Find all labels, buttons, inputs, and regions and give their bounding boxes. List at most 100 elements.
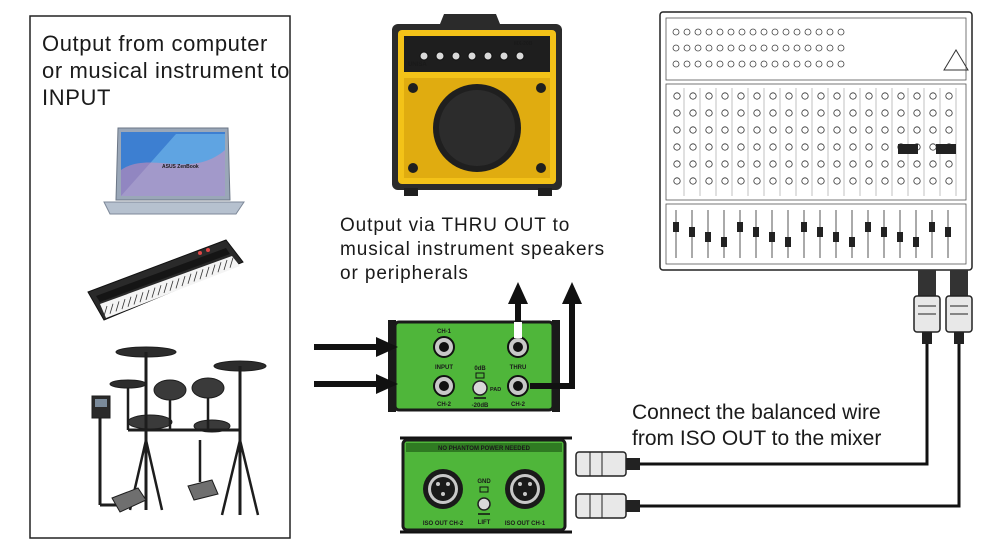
mixer-strip-knob xyxy=(881,109,889,117)
mixer-fader-cap xyxy=(801,222,807,232)
mixer-strip-knob xyxy=(945,109,953,117)
input-jack-ch1[interactable] xyxy=(433,336,455,358)
keyboard-key xyxy=(145,289,150,301)
mixer-strip-knob xyxy=(849,177,857,185)
mixer-fader-cap xyxy=(753,227,759,237)
drum-kit-image xyxy=(91,346,267,516)
mixer-knob xyxy=(804,28,812,36)
pad-20db-label: -20dB xyxy=(472,403,489,409)
mixer-strip-knob xyxy=(689,160,697,168)
mixer-strip-knob xyxy=(801,92,809,100)
di-xlr-plugs xyxy=(575,451,640,519)
mixer-fader-cap xyxy=(833,232,839,242)
mixer-strip-knob xyxy=(865,109,873,117)
mixer-strip-knob xyxy=(849,143,857,151)
mixer-strip-knob xyxy=(849,109,857,117)
mixer-knob xyxy=(683,60,691,68)
mixer-knob xyxy=(826,28,834,36)
mixer-strip-knob xyxy=(865,160,873,168)
mixer-strip-knob xyxy=(817,126,825,134)
amp-knob xyxy=(515,51,525,61)
mixer-strip-knob xyxy=(801,160,809,168)
iso-out-ch1-label: ISO OUT CH-1 xyxy=(505,521,546,527)
keyboard-key xyxy=(115,301,120,312)
phantom-power-banner: NO PHANTOM POWER NEEDED xyxy=(438,446,531,452)
laptop-image: ASUS ZenBook xyxy=(103,127,245,215)
mixer-strip-knob xyxy=(673,126,681,134)
lift-label: LIFT xyxy=(478,520,491,526)
mixer-strip-knob xyxy=(929,109,937,117)
mixer-strip-knob xyxy=(753,177,761,185)
thru-jack-ch1[interactable] xyxy=(507,336,529,358)
mixer-knob xyxy=(683,44,691,52)
ground-lift-switch[interactable] xyxy=(477,497,491,511)
iso-out-ch2-label: ISO OUT CH-2 xyxy=(423,521,464,527)
keyboard-key xyxy=(223,259,228,271)
mixer-strip-knob xyxy=(785,109,793,117)
keyboard-key xyxy=(109,303,114,314)
mixer-strip-knob xyxy=(769,177,777,185)
mixer-knob xyxy=(705,60,713,68)
mixer-knob xyxy=(804,44,812,52)
mixer-strip-knob xyxy=(705,109,713,117)
mixer-strip-knob xyxy=(881,143,889,151)
mixer-strip-knob xyxy=(913,92,921,100)
sources-label-line: INPUT xyxy=(42,85,111,110)
pad-switch[interactable] xyxy=(472,380,488,396)
mixer-knob xyxy=(672,60,680,68)
iso-out-ch1-xlr[interactable] xyxy=(505,469,545,509)
mixer-knob xyxy=(760,60,768,68)
iso-out-ch2-xlr[interactable] xyxy=(423,469,463,509)
thru-jack-ch2[interactable] xyxy=(507,375,529,397)
mixer-strip-knob xyxy=(881,177,889,185)
amp-knob xyxy=(483,51,493,61)
mixer-strip-knob xyxy=(737,177,745,185)
amp-model: MX-20B xyxy=(514,41,533,47)
mixer-knob xyxy=(705,44,713,52)
mixer-knob xyxy=(793,28,801,36)
mixer-knob xyxy=(672,28,680,36)
mixer-knob xyxy=(694,44,702,52)
mixer-knob xyxy=(771,28,779,36)
sources-label-line: or musical instrument to xyxy=(42,58,290,83)
mixer-fader-cap xyxy=(849,237,855,247)
keyboard-key xyxy=(157,285,162,296)
mixer-strip-knob xyxy=(865,126,873,134)
mixer-strip-knob xyxy=(801,126,809,134)
mixer-strip-knob xyxy=(897,177,905,185)
keyboard-key xyxy=(217,262,222,273)
iso-out-label: Connect the balanced wire from ISO OUT t… xyxy=(632,400,881,452)
mixer-strip-knob xyxy=(673,160,681,168)
mixer-knob xyxy=(694,28,702,36)
mixer-strip-knob xyxy=(785,126,793,134)
mixer-strip-knob xyxy=(833,143,841,151)
mixer-strip-knob xyxy=(769,92,777,100)
keyboard-key xyxy=(187,273,192,284)
sources-label: Output from computer or musical instrume… xyxy=(42,30,290,111)
mixer-strip-knob xyxy=(913,177,921,185)
mixer-strip-knob xyxy=(833,92,841,100)
amp-brand: UNISA xyxy=(408,62,427,68)
mixer-strip-knob xyxy=(737,160,745,168)
amp-knob xyxy=(499,51,509,61)
mixer-knob xyxy=(749,60,757,68)
di-top-ch1-label: CH-1 xyxy=(437,329,452,335)
mixer-strip-knob xyxy=(817,177,825,185)
mixer-fader-cap xyxy=(817,227,823,237)
di-top-ch2-left-label: CH-2 xyxy=(437,402,452,408)
mixer-strip-knob xyxy=(849,160,857,168)
mixer-fader-cap xyxy=(737,222,743,232)
keyboard-key xyxy=(169,280,174,291)
mixer-strip-knob xyxy=(865,92,873,100)
pad-label: PAD xyxy=(490,387,501,393)
mixer-knob xyxy=(793,44,801,52)
mixer-strip-knob xyxy=(689,143,697,151)
input-jack-ch2[interactable] xyxy=(433,375,455,397)
mixer-knob xyxy=(716,44,724,52)
mixer-fader-cap xyxy=(865,222,871,232)
mixer-fader-cap xyxy=(881,227,887,237)
mixer-fader-cap xyxy=(721,237,727,247)
mixer-strip-knob xyxy=(881,126,889,134)
mixer-strip-knob xyxy=(753,92,761,100)
mixer-knob xyxy=(760,44,768,52)
